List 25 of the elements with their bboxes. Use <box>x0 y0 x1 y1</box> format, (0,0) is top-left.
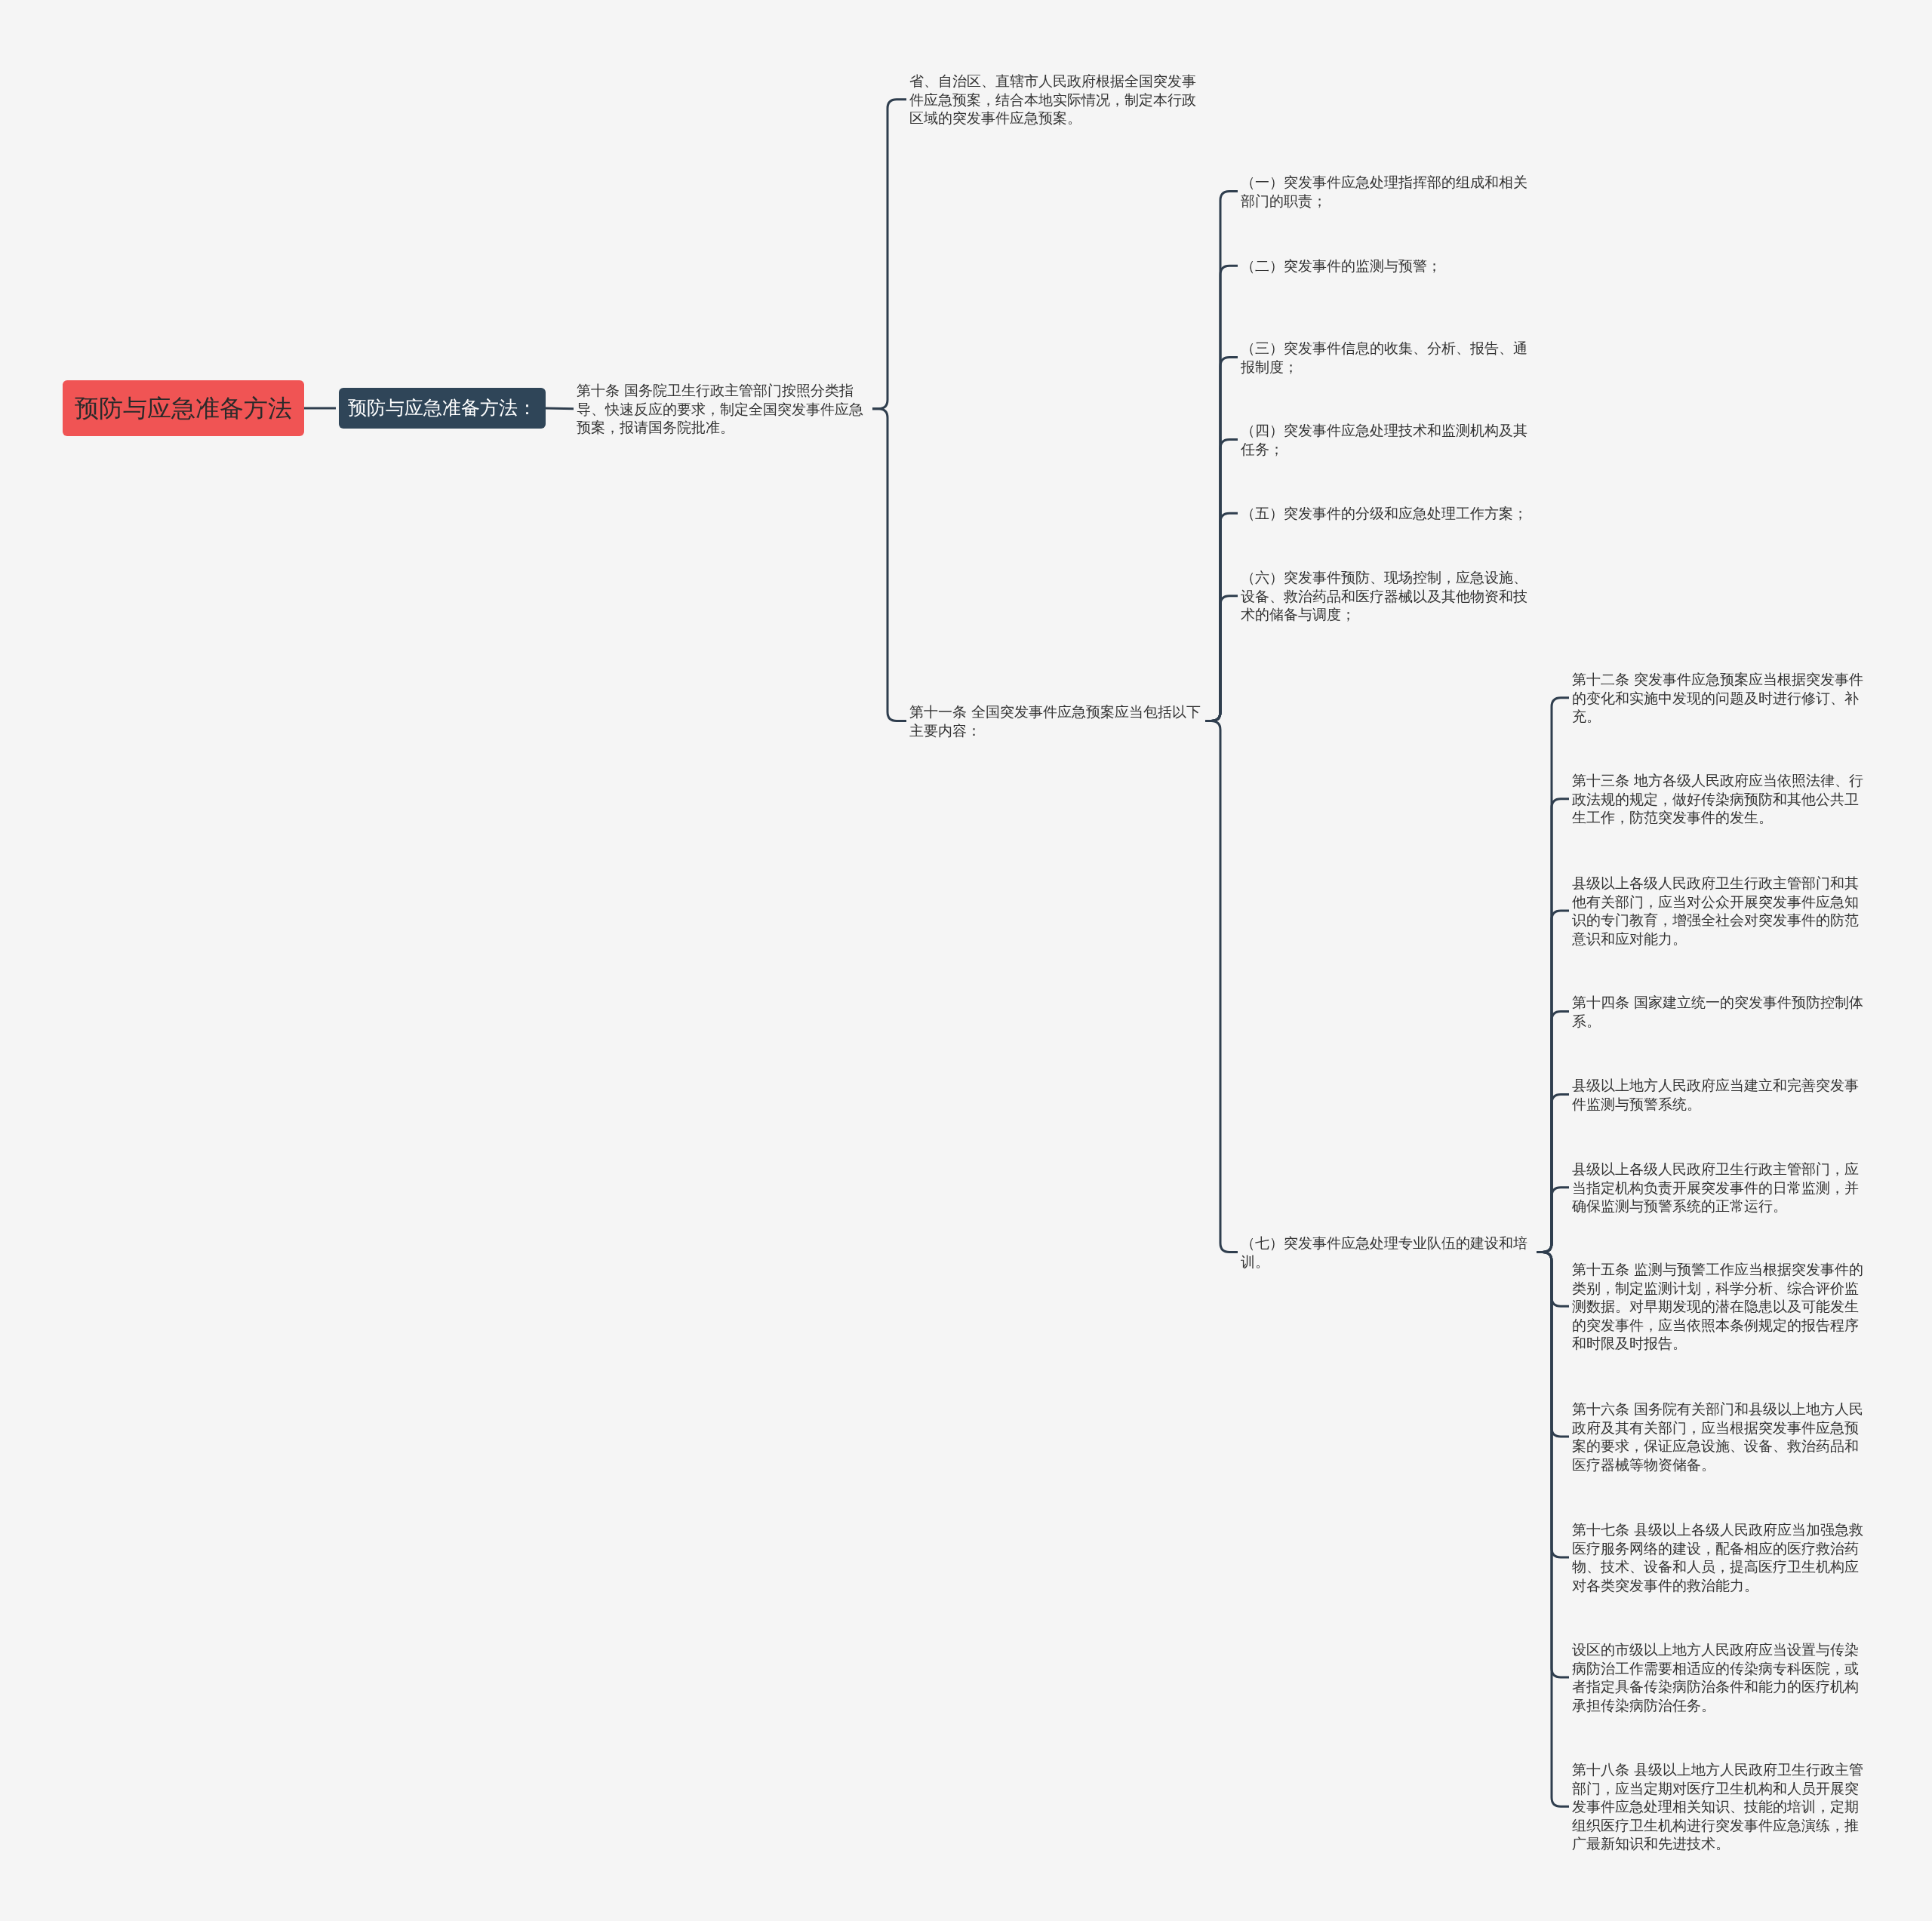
branch-text: 省、自治区、直辖市人民政府根据全国突发事件应急预案，结合本地实际情况，制定本行政区域的突发事件应急预案。 <box>909 72 1205 128</box>
connector-line <box>304 407 336 410</box>
branch-text: （四）突发事件应急处理技术和监测机构及其任务； <box>1241 421 1537 458</box>
root-topic-box: 预防与应急准备方法 <box>63 380 304 436</box>
connector-line <box>545 407 574 410</box>
branch-text: 县级以上地方人民政府应当建立和完善突发事件监测与预警系统。 <box>1572 1076 1868 1113</box>
branch-text: 第十四条 国家建立统一的突发事件预防控制体系。 <box>1572 993 1868 1030</box>
branch-text: 县级以上各级人民政府卫生行政主管部门和其他有关部门，应当对公众开展突发事件应急知识的专门教育，增强全社会对突发事件的防范意识和应对能力。 <box>1572 874 1868 948</box>
branch-text: 第十七条 县级以上各级人民政府应当加强急救医疗服务网络的建设，配备相应的医疗救治药物、技术、设备和人员，提高医疗卫生机构应对各类突发事件的救治能力。 <box>1572 1520 1868 1594</box>
topic-box: 预防与应急准备方法： <box>339 388 546 429</box>
branch-text: 第十二条 突发事件应急预案应当根据突发事件的变化和实施中发现的问题及时进行修订、补充。 <box>1572 670 1868 726</box>
branch-text: 第十一条 全国突发事件应急预案应当包括以下主要内容： <box>909 702 1205 739</box>
branch-text: 县级以上各级人民政府卫生行政主管部门，应当指定机构负责开展突发事件的日常监测，并确保监测与预警系统的正常运行。 <box>1572 1160 1868 1216</box>
branch-text: 第十三条 地方各级人民政府应当依照法律、行政法规的规定，做好传染病预防和其他公共卫生工作，防范突发事件的发生。 <box>1572 771 1868 827</box>
branch-text: 第十八条 县级以上地方人民政府卫生行政主管部门，应当定期对医疗卫生机构和人员开展突发事件应急处理相关知识、技能的培训，定期组织医疗卫生机构进行突发事件应急演练，推广最新知识和先进技术。 <box>1572 1760 1868 1853</box>
branch-text: （五）突发事件的分级和应急处理工作方案； <box>1241 504 1537 523</box>
branch-text: 设区的市级以上地方人民政府应当设置与传染病防治工作需要相适应的传染病专科医院，或者指定具备传染病防治条件和能力的医疗机构承担传染病防治任务。 <box>1572 1640 1868 1714</box>
branch-text: 第十六条 国务院有关部门和县级以上地方人民政府及其有关部门，应当根据突发事件应急预案的要求，保证应急设施、设备、救治药品和医疗器械等物资储备。 <box>1572 1400 1868 1474</box>
branch-text: （六）突发事件预防、现场控制，应急设施、设备、救治药品和医疗器械以及其他物资和技术的储备与调度； <box>1241 568 1537 624</box>
branch-text: 第十条 国务院卫生行政主管部门按照分类指导、快速反应的要求，制定全国突发事件应急预案，报请国务院批准。 <box>577 381 872 437</box>
branch-text: 第十五条 监测与预警工作应当根据突发事件的类别，制定监测计划，科学分析、综合评价监测数据。对早期发现的潜在隐患以及可能发生的突发事件，应当依照本条例规定的报告程序和时限及时报告。 <box>1572 1260 1868 1353</box>
branch-text: （三）突发事件信息的收集、分析、报告、通报制度； <box>1241 339 1537 376</box>
branch-text: （七）突发事件应急处理专业队伍的建设和培训。 <box>1241 1234 1537 1271</box>
branch-text: （一）突发事件应急处理指挥部的组成和相关部门的职责； <box>1241 173 1537 210</box>
branch-text: （二）突发事件的监测与预警； <box>1241 257 1537 275</box>
